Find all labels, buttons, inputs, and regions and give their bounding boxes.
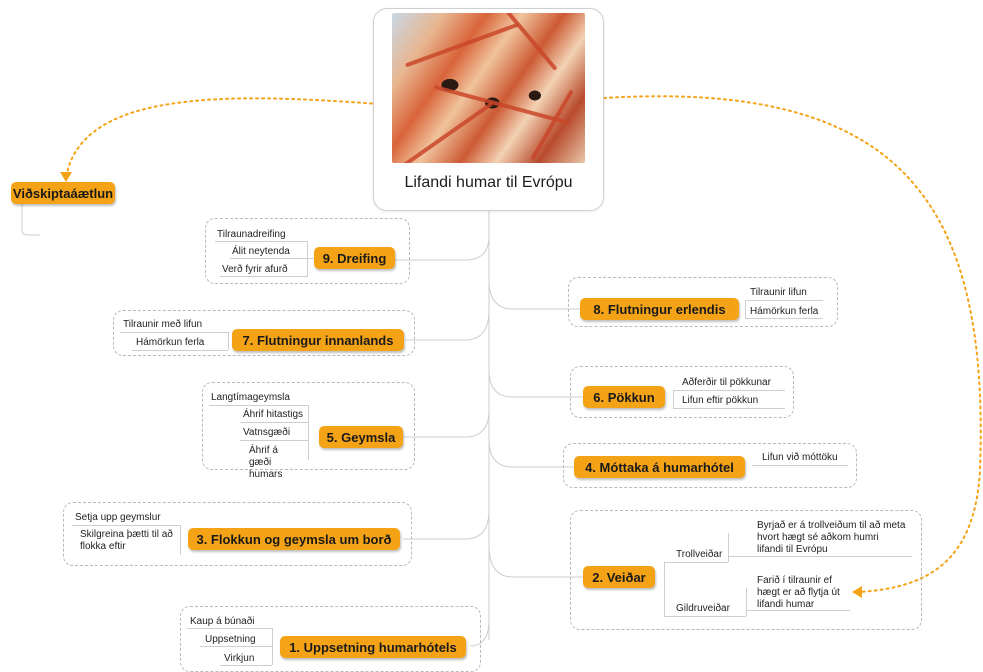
list-item[interactable]: Aðferðir til pökkunar [682, 377, 771, 388]
list-item[interactable]: Kaup á búnaði [190, 616, 255, 627]
subgroup-label[interactable]: Trollveiðar [676, 549, 723, 560]
list-item[interactable]: Álit neytenda [232, 246, 290, 257]
list-item[interactable]: Vatnsgæði [243, 427, 291, 438]
topic-2-frame [570, 510, 922, 630]
central-title: Lifandi humar til Evrópu [404, 174, 573, 191]
list-item[interactable]: Tilraunir lifun [750, 287, 807, 298]
list-item[interactable]: Uppsetning [205, 634, 256, 645]
list-item[interactable]: Áhrif á gæði humars [249, 445, 283, 480]
list-item[interactable]: Farið í tilraunir ef hægt er að flytja ú… [757, 575, 840, 610]
topic-flutningur-erlendis[interactable]: 8. Flutningur erlendis [580, 298, 739, 320]
topic-9-frame [205, 218, 410, 284]
topic-mottaka[interactable]: 4. Móttaka á humarhótel [574, 456, 745, 478]
list-item[interactable]: Verð fyrir afurð [222, 264, 288, 275]
topic-7-frame [113, 310, 415, 356]
list-item[interactable]: Byrjað er á trollveiðum til að meta hvor… [757, 520, 906, 555]
topic-uppsetning[interactable]: 1. Uppsetning humarhótels [280, 636, 466, 658]
topic-6-frame [570, 366, 794, 418]
topic-flutningur-innanlands[interactable]: 7. Flutningur innanlands [232, 329, 404, 351]
relationship-arrows [65, 95, 982, 593]
topic-geymsla[interactable]: 5. Geymsla [319, 426, 403, 448]
business-plan-topic[interactable]: Viðskiptaáætlun [11, 182, 115, 204]
central-topic[interactable]: Lifandi humar til Evrópu [373, 8, 604, 211]
topic-veidar[interactable]: 2. Veiðar [583, 566, 655, 588]
topic-flokkun[interactable]: 3. Flokkun og geymsla um borð [188, 528, 400, 550]
arrowhead-right [852, 586, 862, 598]
topic-dreifing[interactable]: 9. Dreifing [314, 247, 395, 269]
list-item[interactable]: Lifun við móttöku [762, 452, 838, 463]
list-item[interactable]: Hámörkun ferla [136, 337, 205, 348]
list-item[interactable]: Setja upp geymslur [75, 512, 161, 523]
lobster-photo [392, 13, 585, 163]
topic-5-frame [202, 382, 415, 470]
list-item[interactable]: Tilraunadreifing [217, 229, 286, 240]
list-item[interactable]: Lifun eftir pökkun [682, 395, 759, 406]
topic-pokkun[interactable]: 6. Pökkun [583, 386, 665, 408]
topic-4-frame [563, 443, 857, 488]
list-item[interactable]: Skilgreina þætti til að flokka eftir [80, 529, 173, 552]
arrowhead-left [60, 172, 72, 182]
business-plan-connector [21, 203, 40, 236]
list-item[interactable]: Tilraunir með lifun [123, 319, 203, 330]
topic-3-frame [63, 502, 412, 566]
list-item[interactable]: Hámörkun ferla [750, 306, 819, 317]
topic-8-frame [568, 277, 838, 327]
list-item[interactable]: Áhrif hitastigs [243, 409, 304, 420]
list-item[interactable]: Virkjun [224, 653, 255, 664]
trunk-connectors [395, 211, 583, 647]
subgroup-label[interactable]: Gildruveiðar [676, 603, 730, 614]
list-item[interactable]: Langtímageymsla [211, 392, 290, 403]
